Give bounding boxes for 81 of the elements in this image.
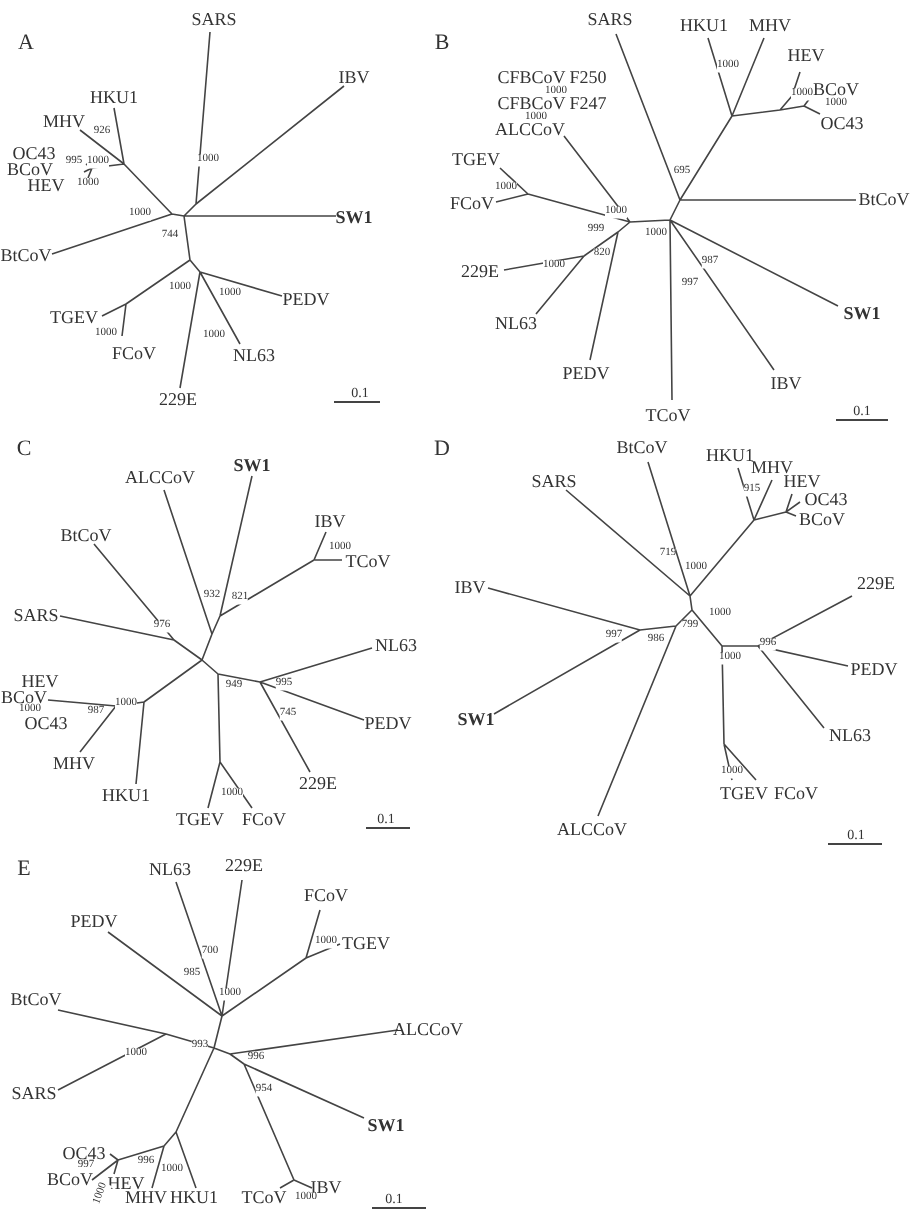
taxon-label: ALCCoV (557, 821, 627, 839)
taxon-label: 229E (159, 391, 197, 409)
taxon-label: MHV (125, 1189, 167, 1207)
taxon-label: NL63 (149, 861, 191, 879)
taxon-label: IBV (770, 375, 802, 393)
taxon-label: BCoV (813, 81, 859, 99)
taxon-label: SW1 (233, 457, 271, 475)
taxon-label: SARS (13, 607, 59, 625)
taxon-label: TCoV (345, 553, 391, 571)
taxon-label: SARS (11, 1085, 57, 1103)
taxon-label: BtCoV (616, 439, 668, 457)
taxon-label: HKU1 (680, 17, 728, 35)
taxon-label: TCoV (645, 407, 691, 425)
taxon-label: NL63 (495, 315, 537, 333)
taxon-label: IBV (314, 513, 346, 531)
taxon-label: BCoV (47, 1171, 93, 1189)
taxon-label: TGEV (176, 811, 224, 829)
panel-letter: D (434, 439, 450, 461)
taxon-label: SARS (531, 473, 577, 491)
taxon-label: PEDV (850, 661, 898, 679)
taxon-label: HKU1 (102, 787, 150, 805)
taxon-label: NL63 (829, 727, 871, 745)
taxon-label: FCoV (774, 785, 818, 803)
taxon-label: PEDV (562, 365, 610, 383)
taxon-label: OC43 (804, 491, 848, 509)
taxon-label: BCoV (7, 161, 53, 179)
taxon-label: NL63 (233, 347, 275, 365)
taxon-label: 229E (225, 857, 263, 875)
taxon-label: 229E (299, 775, 337, 793)
taxon-label: BtCoV (0, 247, 52, 265)
taxon-label: PEDV (364, 715, 412, 733)
taxon-label: HKU1 (90, 89, 138, 107)
taxon-label: TGEV (452, 151, 500, 169)
taxon-label: OC43 (820, 115, 864, 133)
taxon-label: MHV (53, 755, 95, 773)
taxon-label: FCoV (450, 195, 494, 213)
taxon-label: SARS (587, 11, 633, 29)
taxon-label: SW1 (843, 305, 881, 323)
taxon-label: SARS (191, 11, 237, 29)
taxon-label: NL63 (375, 637, 417, 655)
taxon-label: IBV (338, 69, 370, 87)
taxon-label: MHV (749, 17, 791, 35)
taxon-label: IBV (454, 579, 486, 597)
panel-letter: A (18, 33, 34, 55)
taxon-label: CFBCoV F250 (497, 69, 607, 87)
taxon-label: OC43 (12, 145, 56, 163)
taxon-label: ALCCoV (495, 121, 565, 139)
taxon-label: 229E (461, 263, 499, 281)
taxon-label: TGEV (720, 785, 768, 803)
panel-letter: C (16, 439, 32, 461)
taxon-label: 229E (857, 575, 895, 593)
taxon-label: SW1 (457, 711, 495, 729)
taxon-label: SW1 (335, 209, 373, 227)
taxon-label: HEV (783, 473, 821, 491)
taxon-label: HEV (21, 673, 59, 691)
taxon-label: PEDV (70, 913, 118, 931)
taxon-label: PEDV (282, 291, 330, 309)
taxon-label: ALCCoV (125, 469, 195, 487)
taxon-label: FCoV (242, 811, 286, 829)
panel-letter: B (434, 33, 450, 55)
taxon-label: MHV (43, 113, 85, 131)
taxon-label: HEV (787, 47, 825, 65)
taxon-label: FCoV (304, 887, 348, 905)
taxon-label: BCoV (799, 511, 845, 529)
taxon-label: HEV (27, 177, 65, 195)
taxon-label: HKU1 (706, 447, 754, 465)
taxon-label: BtCoV (10, 991, 62, 1009)
taxon-label: HKU1 (170, 1189, 218, 1207)
taxon-label: SW1 (367, 1117, 405, 1135)
taxon-label: TGEV (342, 935, 390, 953)
taxon-label: TGEV (50, 309, 98, 327)
taxon-label: MHV (751, 459, 793, 477)
taxon-label: HEV (107, 1175, 145, 1193)
panel-letter: E (17, 859, 31, 881)
taxon-label: ALCCoV (393, 1021, 463, 1039)
taxon-label: OC43 (24, 715, 68, 733)
taxon-label: BtCoV (60, 527, 112, 545)
taxon-label: FCoV (112, 345, 156, 363)
taxon-label: CFBCoV F247 (497, 95, 607, 113)
taxon-label: TCoV (241, 1189, 287, 1207)
taxon-label: BtCoV (858, 191, 910, 209)
